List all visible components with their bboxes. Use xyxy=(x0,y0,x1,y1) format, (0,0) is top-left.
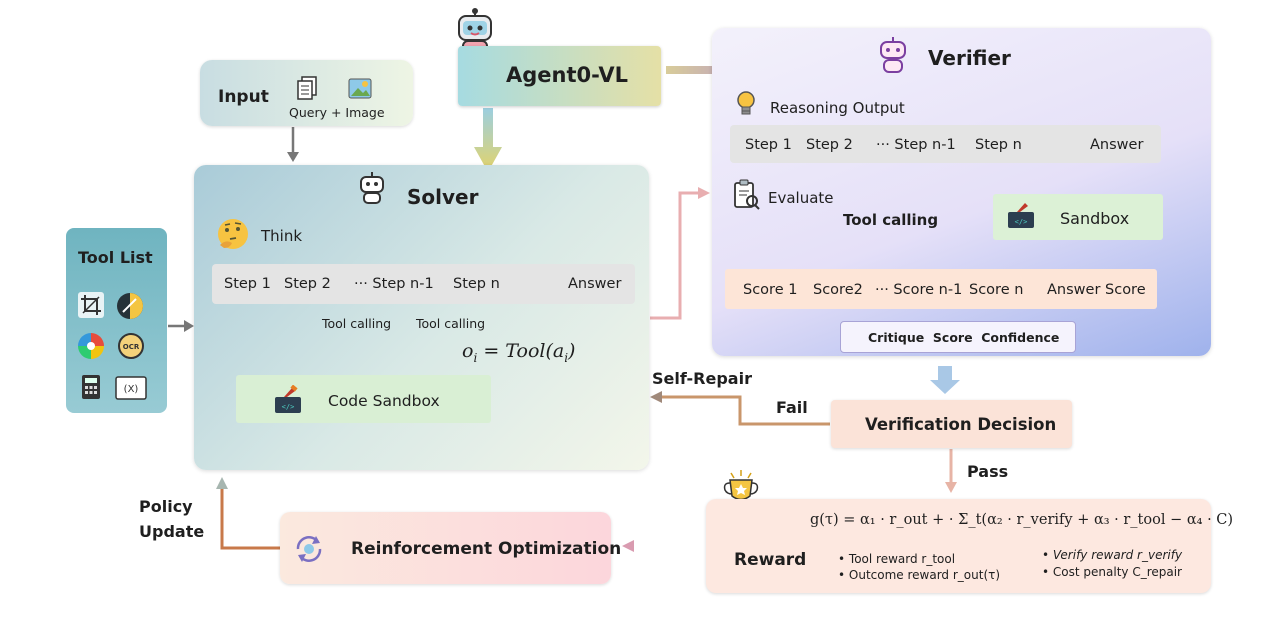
reward-item: • Outcome reward r_out(τ) xyxy=(838,568,1001,582)
policy-update-arrow xyxy=(220,486,280,550)
calculator-icon xyxy=(82,375,100,399)
reward-formula: g(τ) = α₁ · r_out + · Σ_t(α₂ · r_verify … xyxy=(810,512,1234,528)
formula-part: ) xyxy=(568,340,576,362)
reward-item: • Cost penalty C_repair xyxy=(1042,565,1182,579)
crop-tool-icon xyxy=(78,292,104,318)
verifier-sandbox-label: Sandbox xyxy=(1060,209,1130,228)
solver-step: Step 2 xyxy=(284,276,331,292)
evaluate-clipboard-icon xyxy=(734,179,760,210)
score-item: Score 1 xyxy=(743,282,798,298)
documents-icon xyxy=(297,76,317,100)
reward-label: Reward xyxy=(734,550,807,570)
tool-list-title: Tool List xyxy=(78,248,153,267)
verifier-steps-bar xyxy=(730,125,1161,163)
pass-label: Pass xyxy=(967,462,1009,481)
solver-step: Step 1 xyxy=(224,276,271,292)
formula-part: o xyxy=(462,340,474,362)
fail-label: Fail xyxy=(776,398,808,417)
verifier-step: ··· Step n-1 xyxy=(876,137,956,153)
fail-arrow xyxy=(660,395,830,426)
score-item: ··· Score n-1 xyxy=(875,282,963,298)
svg-text:</>: </> xyxy=(1015,218,1028,226)
reward-item-text: Outcome reward r_out(τ) xyxy=(848,568,1001,582)
enhance-tool-icon xyxy=(117,293,143,319)
score-item: Score n xyxy=(969,282,1024,298)
solver-answer: Answer xyxy=(568,276,622,292)
color-wheel-icon xyxy=(78,333,104,359)
policy-update-label: Policy xyxy=(139,497,193,516)
formula-part: i xyxy=(564,350,569,365)
verifier-panel: Verifier Reasoning Output Step 1 Step 2 … xyxy=(712,28,1211,356)
verifier-step: Step n xyxy=(975,137,1022,153)
tool-list-panel: Tool List OCR (X) xyxy=(66,228,167,413)
score-item: Answer Score xyxy=(1047,282,1146,298)
reasoning-output-label: Reasoning Output xyxy=(770,99,905,117)
reinforcement-box: Reinforcement Optimization xyxy=(280,512,621,584)
image-icon xyxy=(348,78,372,99)
verifier-step: Step 1 xyxy=(745,137,792,153)
function-tool-icon: (X) xyxy=(115,376,147,400)
solver-tool-calling-label: Tool calling xyxy=(322,316,392,331)
solver-step: Step n xyxy=(453,276,500,292)
agent-box: Agent0-VL xyxy=(458,46,661,106)
sandbox-icon: </> xyxy=(275,385,301,413)
reward-item: • Verify reward r_verify xyxy=(1042,548,1183,562)
score-bar xyxy=(725,269,1157,309)
input-box: Input Query + Image xyxy=(200,60,413,126)
evaluate-label: Evaluate xyxy=(768,189,834,207)
solver-panel: Solver Think Step 1 Step 2 ··· Step n-1 … xyxy=(194,165,649,470)
agent-to-solver-arrow xyxy=(474,108,502,172)
reward-item-text: Verify reward r_verify xyxy=(1052,548,1183,562)
code-sandbox-label: Code Sandbox xyxy=(328,392,440,410)
reward-box: g(τ) = α₁ · r_out + · Σ_t(α₂ · r_verify … xyxy=(706,499,1233,593)
critique-box xyxy=(840,321,1076,353)
reward-item-text: Tool reward r_tool xyxy=(848,552,956,566)
thinking-face-icon xyxy=(218,219,248,249)
score-item: Score2 xyxy=(813,282,863,298)
lightbulb-icon xyxy=(737,91,755,115)
verifier-title: Verifier xyxy=(928,46,1011,70)
reinforcement-label: Reinforcement Optimization xyxy=(351,539,622,559)
input-caption: Query + Image xyxy=(289,105,385,120)
svg-text:</>: </> xyxy=(282,403,295,411)
verification-decision-label: Verification Decision xyxy=(865,415,1057,434)
verifier-tool-calling-label: Tool calling xyxy=(843,211,939,229)
formula-part: i xyxy=(473,350,478,365)
sandbox-icon: </> xyxy=(1008,203,1034,228)
tool-formula: oi = Tool(ai) xyxy=(462,340,575,365)
solver-to-verifier-connector xyxy=(650,191,700,320)
reward-item: • Tool reward r_tool xyxy=(838,552,956,566)
verifier-step: Step 2 xyxy=(806,137,853,153)
formula-part: = Tool(a xyxy=(483,340,565,362)
solver-think-label: Think xyxy=(261,227,303,245)
svg-text:(X): (X) xyxy=(124,384,139,395)
reward-item-text: Cost penalty C_repair xyxy=(1052,565,1182,579)
critique-label: Critique Score Confidence xyxy=(868,330,1060,345)
svg-text:OCR: OCR xyxy=(123,343,140,351)
solver-tool-calling-label: Tool calling xyxy=(416,316,486,331)
refresh-cycle-icon xyxy=(296,536,322,562)
agent-title: Agent0-VL xyxy=(506,63,628,87)
verifier-answer: Answer xyxy=(1090,137,1144,153)
verification-decision-box: Verification Decision xyxy=(831,400,1072,448)
solver-steps-bar xyxy=(212,264,635,304)
ocr-tool-icon: OCR xyxy=(118,333,144,359)
input-title: Input xyxy=(218,87,269,107)
solver-title: Solver xyxy=(407,185,479,209)
solver-step: ··· Step n-1 xyxy=(354,276,434,292)
solver-robot-icon xyxy=(360,172,384,204)
policy-update-label: Update xyxy=(139,522,205,541)
verifier-robot-icon xyxy=(880,37,906,73)
self-repair-label: Self-Repair xyxy=(652,369,752,388)
